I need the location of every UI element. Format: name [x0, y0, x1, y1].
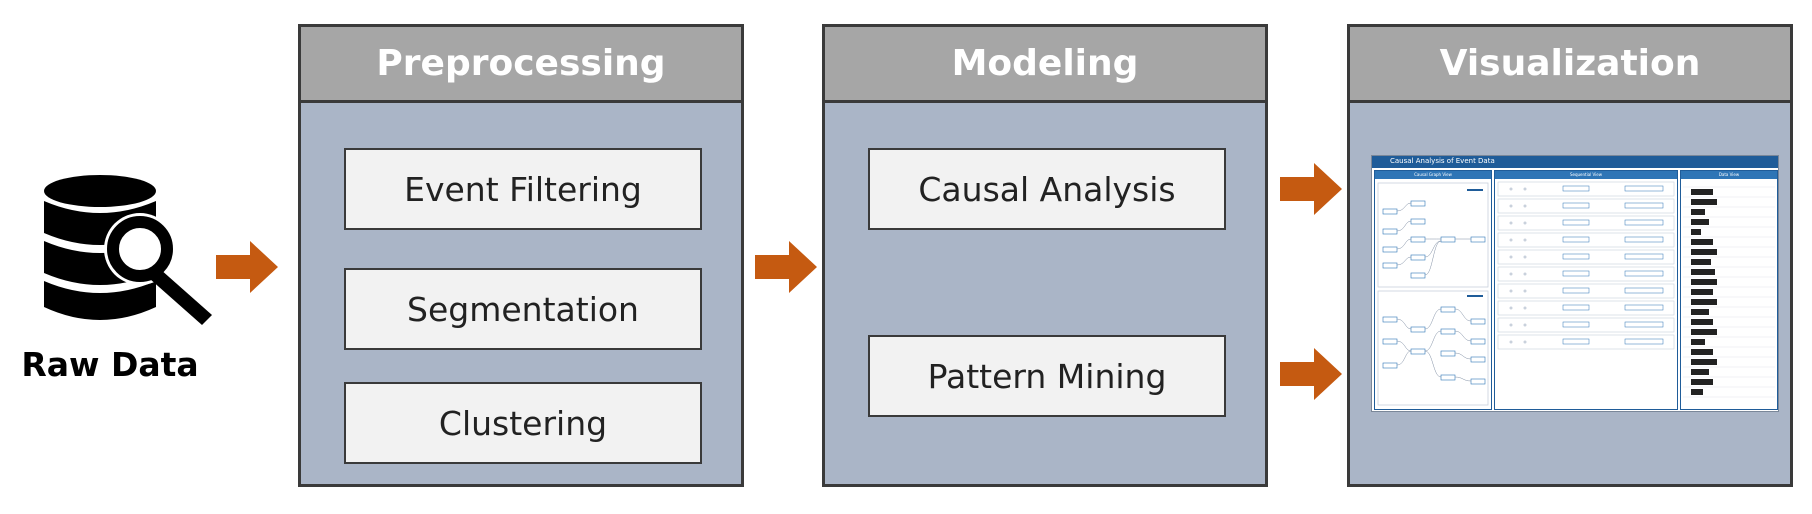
causal-graph-pane: Causal Graph View: [1374, 170, 1492, 410]
sequential-pane: Sequential View: [1494, 170, 1678, 410]
arrow-right-icon: [1280, 163, 1342, 215]
arrow-right-icon: [1280, 348, 1342, 400]
visualization-screenshot: Causal Analysis of Event Data Causal Gra…: [1371, 155, 1779, 412]
clustering-step: Clustering: [344, 382, 702, 464]
pattern-mining-step: Pattern Mining: [868, 335, 1226, 417]
modeling-title: Modeling: [825, 27, 1265, 103]
data-table-icon: [1683, 186, 1775, 398]
pane-header: Sequential View: [1495, 171, 1677, 179]
modeling-panel: Modeling Causal Analysis Pattern Mining: [822, 24, 1268, 487]
database-search-icon: [44, 175, 212, 325]
causal-analysis-step: Causal Analysis: [868, 148, 1226, 230]
raw-data-label: Raw Data: [21, 345, 199, 384]
event-filtering-step: Event Filtering: [344, 148, 702, 230]
segmentation-step: Segmentation: [344, 268, 702, 350]
viz-title-bar: [1372, 156, 1778, 168]
visualization-title: Visualization: [1350, 27, 1790, 103]
causal-graph-icon: [1377, 182, 1489, 406]
data-pane: Data View: [1680, 170, 1778, 410]
preprocessing-panel: Preprocessing Event Filtering Segmentati…: [298, 24, 744, 487]
arrow-right-icon: [216, 241, 278, 293]
pane-header: Causal Graph View: [1375, 171, 1491, 179]
sequence-rows-icon: [1497, 181, 1675, 350]
arrow-right-icon: [755, 241, 817, 293]
preprocessing-title: Preprocessing: [301, 27, 741, 103]
viz-title: Causal Analysis of Event Data: [1390, 157, 1495, 165]
pane-header: Data View: [1681, 171, 1777, 179]
